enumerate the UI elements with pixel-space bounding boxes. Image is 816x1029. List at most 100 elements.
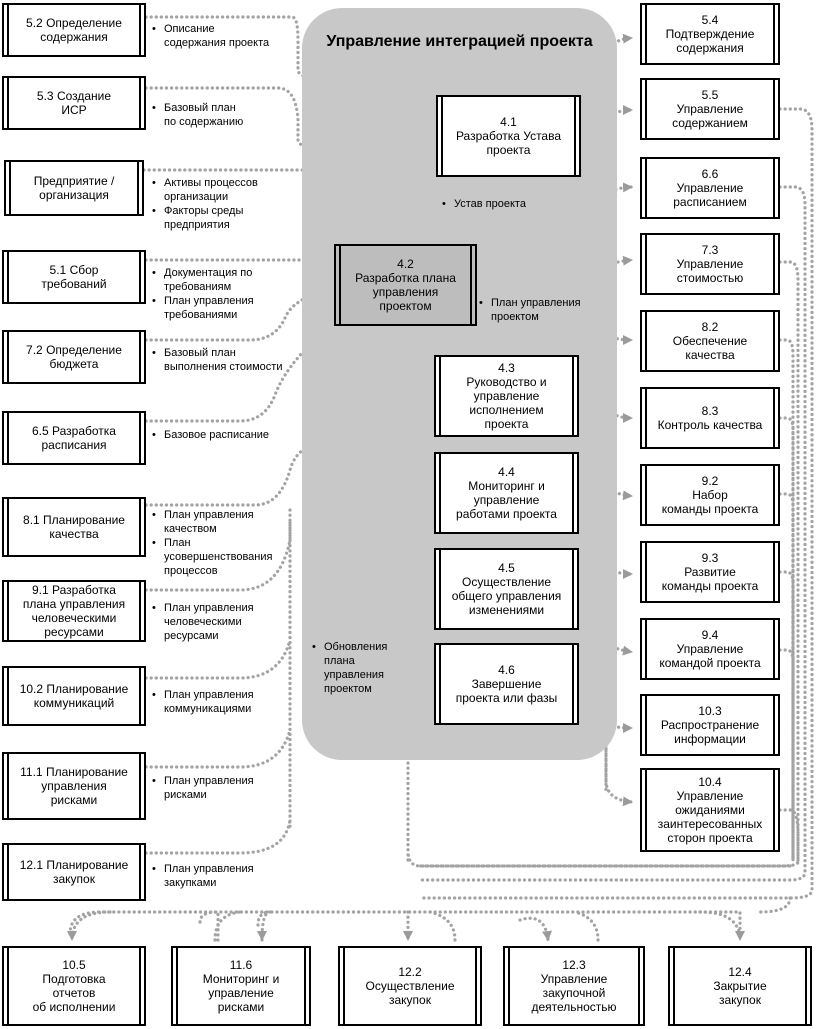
input-item: Активы процессов организации <box>152 176 258 204</box>
process-name: Разработка плана управления проектом <box>355 271 456 313</box>
process-number: 5.3 Создание <box>36 89 112 103</box>
process-name: Контроль качества <box>657 418 763 432</box>
input-item: План управления качеством <box>152 508 272 536</box>
process-name: Управление расписанием <box>673 181 747 209</box>
process-name: Руководство и управление исполнением про… <box>466 375 547 431</box>
connector-5-3-to-4-2 <box>144 86 383 240</box>
input-item: План усовершенствования процессов <box>152 536 272 578</box>
input-item: Описание содержания проекта <box>152 22 269 50</box>
process-name: Управление стоимостью <box>676 257 744 285</box>
process-name: Мониторинг и управление работами проекта <box>456 479 557 521</box>
process-name: Распространение информации <box>660 718 760 746</box>
process-number: 5.2 Определение <box>26 16 122 30</box>
connector-4-2-to-9-2 <box>604 478 634 501</box>
process-number: 7.2 Определение <box>26 343 122 357</box>
enterprise-organization: Предприятие /организация <box>4 160 144 216</box>
input-label-communications-plan: План управления коммуникациями <box>152 688 254 716</box>
to-11-6 <box>198 910 270 940</box>
input-item: План управления рисками <box>152 774 254 802</box>
input-label-quality: План управления качествомПлан усовершенс… <box>152 508 272 578</box>
process-name: Управление закупочной деятельностью <box>531 972 617 1014</box>
process-name: плана управления человеческими ресурсами <box>22 597 126 639</box>
process-number: 5.5 <box>701 88 719 102</box>
input-item: План управления требованиями <box>152 294 254 322</box>
bottom-return-c <box>573 910 600 942</box>
return-7-3 <box>778 260 800 864</box>
connector-11-1-bus <box>144 728 292 769</box>
return-8-3 <box>778 416 795 862</box>
input-item: Документация по требованиям <box>152 266 254 294</box>
charter-label: Устав проекта <box>442 197 526 211</box>
pm-plan-label: План управления проектом <box>479 296 581 324</box>
return-8-2 <box>778 338 795 862</box>
process-name: Подготовка отчетов об исполнении <box>32 972 116 1014</box>
process-number: 6.6 <box>701 167 719 181</box>
to-10-5 <box>67 910 112 942</box>
return-10-4 <box>418 808 800 868</box>
input-item: План управления коммуникациями <box>152 688 254 716</box>
process-number: 9.2 <box>701 474 719 488</box>
process-name: управления рисками <box>41 779 107 807</box>
input-label-hr-plan: План управления человеческими ресурсами <box>152 601 254 643</box>
process-name: Набор команды проекта <box>661 488 759 516</box>
process-name: Развитие команды проекта <box>661 565 759 593</box>
process-name: Осуществление закупок <box>365 979 455 1007</box>
process-number: 12.3 <box>562 958 586 972</box>
integration-management-title: Управление интеграцией проекта <box>326 33 593 50</box>
process-name: Обеспечение качества <box>672 334 748 362</box>
return-9-2 <box>778 492 795 862</box>
connector-9-1-bus <box>144 518 292 592</box>
return-9-4 <box>778 648 795 862</box>
process-number: 10.3 <box>698 704 722 718</box>
input-label-procurement-plan: План управления закупками <box>152 862 254 890</box>
process-number: 10.2 Планирование <box>19 682 129 696</box>
process-name: организация <box>39 188 109 202</box>
process-number: 8.2 <box>701 320 719 334</box>
process-number: 12.2 <box>398 965 422 979</box>
return-5-5 <box>418 107 814 900</box>
return-bus <box>406 848 792 868</box>
to-12-3 <box>518 916 553 942</box>
input-item: План управления проектом <box>479 296 581 324</box>
process-number: Предприятие / <box>33 174 115 188</box>
process-number: 4.5 <box>498 561 515 575</box>
process-name: коммуникаций <box>33 696 115 710</box>
input-label-scope-statement: Описание содержания проекта <box>152 22 269 50</box>
input-item: Обновления плана управления проектом <box>312 640 387 696</box>
process-number: 9.1 Разработка <box>32 583 116 597</box>
process-number: 8.3 <box>701 404 719 418</box>
process-name: расписания <box>41 438 107 452</box>
input-label-enterprise: Активы процессов организацииФакторы сред… <box>152 176 258 232</box>
input-item: Факторы среды предприятия <box>152 204 258 232</box>
process-name: качества <box>49 527 99 541</box>
return-6-6 <box>418 185 807 882</box>
process-number: 11.6 <box>229 958 253 972</box>
process-number: 12.1 Планирование <box>19 858 129 872</box>
